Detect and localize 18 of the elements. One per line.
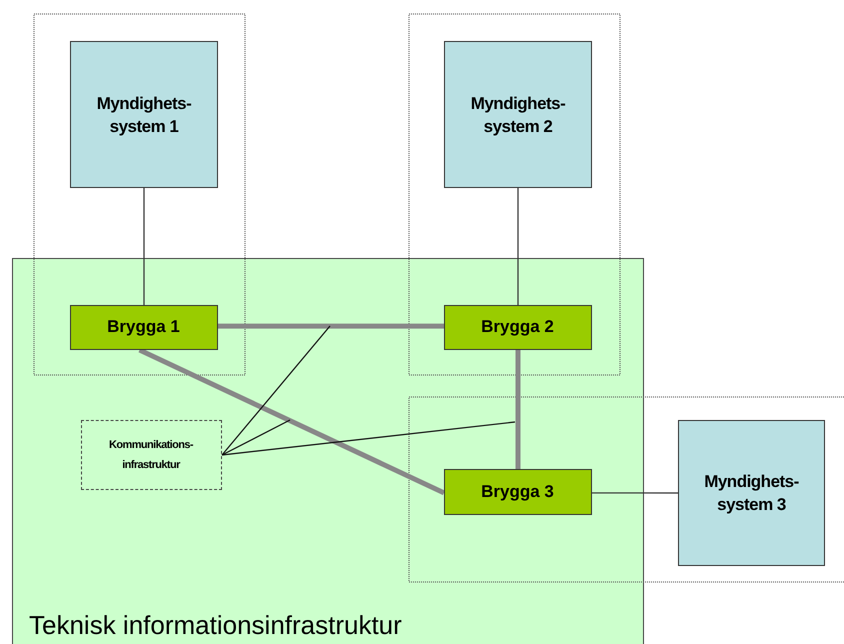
connector-line [218, 324, 444, 329]
connector-line [592, 492, 678, 494]
connector-line [517, 188, 519, 305]
bridge-box: Brygga 2 [444, 304, 592, 350]
area-title: Teknisk informationsinfrastruktur [29, 610, 402, 641]
connector-line [516, 350, 520, 469]
connector-line [143, 188, 145, 305]
system-box: Myndighets- system 2 [444, 41, 592, 188]
leader-line [222, 419, 290, 456]
system-box: Myndighets- system 3 [678, 420, 825, 566]
infrastructure-area [12, 258, 644, 644]
bridge-box: Brygga 1 [70, 304, 218, 350]
leader-line [222, 326, 330, 456]
connector-line [138, 348, 446, 496]
bridge-box: Brygga 3 [444, 468, 592, 514]
network-box: Kommunikations- infrastruktur [80, 420, 222, 490]
system-box: Myndighets- system 1 [70, 41, 218, 188]
leader-line [222, 421, 516, 456]
